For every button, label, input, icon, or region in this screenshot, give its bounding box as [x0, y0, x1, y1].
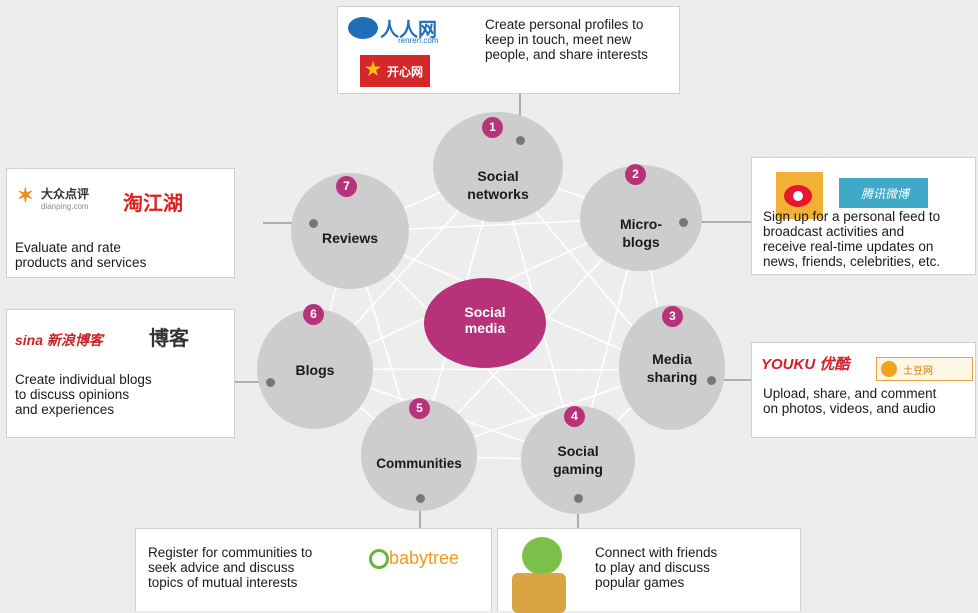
- node-label: Blogs: [295, 362, 335, 378]
- connector-dot: [266, 378, 275, 387]
- game-logo: [512, 573, 566, 613]
- connector-dot: [574, 494, 583, 503]
- social-gaming-description: Connect with friends to play and discuss…: [595, 545, 718, 590]
- card-reviews: ✶ 大众点评 dianping.com 淘江湖 Evaluate and rat…: [6, 168, 235, 278]
- taojianghu-logo: 淘江湖: [123, 187, 183, 216]
- tencent-weibo-logo-text: 腾讯微博: [861, 187, 910, 201]
- babytree-logo: babytree: [367, 546, 485, 594]
- node-label: Social gaming: [553, 443, 603, 477]
- node-number-badge: 1: [482, 117, 503, 138]
- renren-icon: [348, 17, 378, 39]
- babytree-icon: [369, 549, 389, 569]
- youku-logo: YOUKU 优酷: [761, 353, 849, 374]
- qzone-game-logo: [522, 537, 562, 575]
- sina-blog-logo-text: sina 新浪博客: [15, 332, 103, 348]
- kaixin-logo-text: 开心网: [387, 65, 424, 79]
- card-blogs: sina 新浪博客 博客 Create individual blogs to …: [6, 309, 235, 438]
- center-node-social-media: Social media: [424, 278, 546, 368]
- node-label: Micro- blogs: [620, 216, 662, 250]
- reviews-description: Evaluate and rate products and services: [15, 240, 147, 270]
- kaixin-star-icon: ★: [365, 59, 382, 79]
- card-communities: Register for communities to seek advice …: [135, 528, 492, 611]
- card-microblogs: 腾讯微博 Sign up for a personal feed to broa…: [751, 157, 976, 275]
- node-number-badge: 7: [336, 176, 357, 197]
- center-label: Social media: [464, 304, 506, 336]
- tudou-icon: [881, 361, 897, 377]
- tudou-logo: 土豆网: [876, 357, 973, 381]
- dianping-icon: ✶: [17, 185, 34, 207]
- netease-blog-logo-text: 博客: [149, 326, 189, 350]
- tudou-logo-text: 土豆网: [903, 366, 933, 377]
- connector-dot: [679, 218, 688, 227]
- node-number-badge: 4: [564, 406, 585, 427]
- renren-logo-subtext: renren.com: [398, 36, 439, 45]
- node-number-badge: 3: [662, 306, 683, 327]
- node-label: Media sharing: [646, 351, 698, 385]
- dianping-logo-text: 大众点评: [41, 187, 90, 201]
- connector-dot: [516, 136, 525, 145]
- node-number-badge: 6: [303, 304, 324, 325]
- tencent-weibo-logo: 腾讯微博: [839, 178, 928, 208]
- kaixin-logo: ★ 开心网: [360, 55, 430, 87]
- blogs-description: Create individual blogs to discuss opini…: [15, 372, 152, 417]
- renren-logo-text: 人人网: [380, 20, 438, 41]
- microblogs-description: Sign up for a personal feed to broadcast…: [763, 209, 941, 269]
- node-blogs: Blogs: [257, 309, 373, 429]
- babytree-logo-text: babytree: [389, 548, 460, 568]
- weibo-logo: [776, 172, 823, 219]
- netease-blog-logo: 博客: [149, 322, 189, 351]
- dianping-logo: ✶ 大众点评 dianping.com: [17, 183, 112, 217]
- dianping-logo-subtext: dianping.com: [41, 202, 89, 211]
- node-social-networks: Social networks: [433, 112, 563, 222]
- node-label: Communities: [376, 456, 462, 471]
- card-media-sharing: YOUKU 优酷 土豆网 Upload, share, and comment …: [751, 342, 976, 438]
- youku-logo-text: YOUKU 优酷: [761, 356, 850, 373]
- node-number-badge: 5: [409, 398, 430, 419]
- connector-dot: [309, 219, 318, 228]
- connector-dot: [707, 376, 716, 385]
- renren-logo: 人人网 renren.com: [348, 15, 446, 45]
- card-social-networks: 人人网 renren.com ★ 开心网 Create personal pro…: [337, 6, 680, 94]
- media-sharing-description: Upload, share, and comment on photos, vi…: [763, 386, 937, 416]
- connector-dot: [416, 494, 425, 503]
- node-label: Social networks: [467, 168, 529, 202]
- taojianghu-logo-text: 淘江湖: [123, 191, 183, 215]
- sina-blog-logo: sina 新浪博客: [15, 330, 103, 350]
- social-networks-description: Create personal profiles to keep in touc…: [485, 17, 648, 62]
- communities-description: Register for communities to seek advice …: [148, 545, 313, 590]
- card-social-gaming: Connect with friends to play and discuss…: [497, 528, 801, 613]
- node-number-badge: 2: [625, 164, 646, 185]
- node-label: Reviews: [321, 230, 379, 246]
